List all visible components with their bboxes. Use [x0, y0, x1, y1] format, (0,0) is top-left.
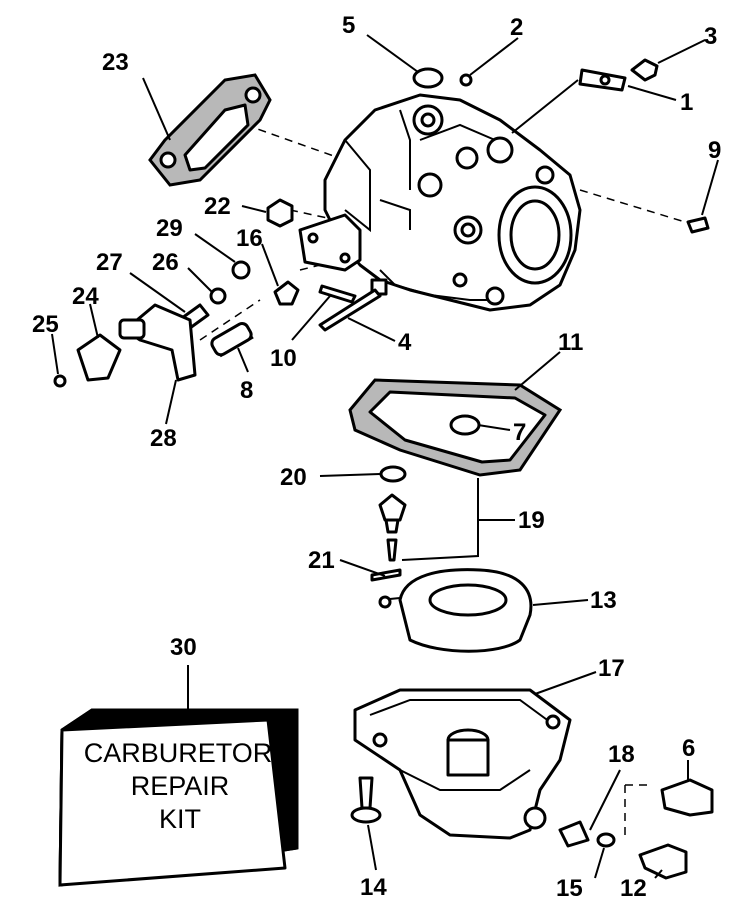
callout-18: 18 — [608, 741, 635, 768]
roller-24 — [76, 333, 122, 382]
callout-24: 24 — [72, 283, 99, 310]
jet-18 — [558, 820, 590, 848]
callout-8: 8 — [240, 377, 253, 404]
callout-12: 12 — [620, 875, 647, 902]
retainer-16 — [273, 280, 300, 306]
callout-23: 23 — [102, 49, 129, 76]
float-bowl — [353, 688, 572, 840]
seat-19 — [378, 493, 407, 522]
top-small-parts — [412, 58, 710, 234]
fitting-6 — [660, 778, 714, 817]
welch-plug — [412, 67, 444, 89]
callout-16: 16 — [236, 225, 263, 252]
throttle-arm-28 — [123, 303, 197, 382]
kit-label-line3: KIT — [159, 804, 201, 834]
carburetor-body — [298, 93, 582, 312]
small-ball — [459, 73, 473, 87]
callout-7: 7 — [513, 419, 526, 446]
callout-11: 11 — [558, 329, 583, 356]
callout-22: 22 — [204, 193, 231, 220]
callout-9: 9 — [708, 137, 721, 164]
washer-15 — [596, 832, 616, 848]
screw-14 — [358, 776, 374, 810]
callout-1: 1 — [680, 89, 693, 116]
callout-25: 25 — [32, 311, 59, 338]
bottom-fasteners — [350, 776, 714, 880]
callout-2: 2 — [510, 14, 523, 41]
bowl-gasket — [348, 378, 563, 477]
lockwasher-29 — [231, 260, 251, 280]
callout-13: 13 — [590, 587, 617, 614]
callout-leader-lines — [51, 34, 719, 879]
screw-3 — [630, 58, 659, 82]
callout-6: 6 — [682, 735, 695, 762]
callout-28: 28 — [150, 425, 177, 452]
screw-4 — [318, 288, 382, 332]
kit-label-line2: REPAIR — [131, 771, 230, 801]
gasket-20 — [379, 465, 407, 483]
callout-30: 30 — [170, 634, 197, 661]
pin-21 — [370, 568, 402, 582]
linkage-parts — [53, 198, 382, 388]
callout-numbers: 1 2 3 4 5 6 7 8 9 10 11 12 13 14 15 16 1… — [32, 12, 721, 902]
callout-4: 4 — [398, 329, 412, 356]
gasket-7 — [449, 414, 481, 436]
callout-29: 29 — [156, 215, 183, 242]
callout-20: 20 — [280, 464, 307, 491]
washer-26 — [209, 287, 227, 305]
nut-22 — [266, 198, 294, 228]
needle-9 — [686, 216, 710, 234]
kit-label-line1: CARBURETOR — [84, 738, 273, 768]
float-needle-group — [370, 465, 533, 653]
callout-19: 19 — [518, 507, 545, 534]
repair-kit-box: CARBURETOR REPAIR KIT — [58, 708, 299, 887]
callout-15: 15 — [556, 875, 583, 902]
callout-10: 10 — [270, 345, 297, 372]
pin-10 — [318, 284, 357, 304]
callout-5: 5 — [342, 12, 355, 39]
callout-26: 26 — [152, 249, 179, 276]
callout-14: 14 — [360, 874, 387, 901]
flange-gasket — [148, 73, 272, 187]
callout-3: 3 — [704, 23, 717, 50]
callout-17: 17 — [598, 655, 625, 682]
plug-12 — [638, 843, 688, 880]
callout-27: 27 — [96, 249, 123, 276]
needle-19 — [386, 538, 398, 562]
ring-25 — [53, 374, 67, 388]
callout-21: 21 — [308, 547, 335, 574]
